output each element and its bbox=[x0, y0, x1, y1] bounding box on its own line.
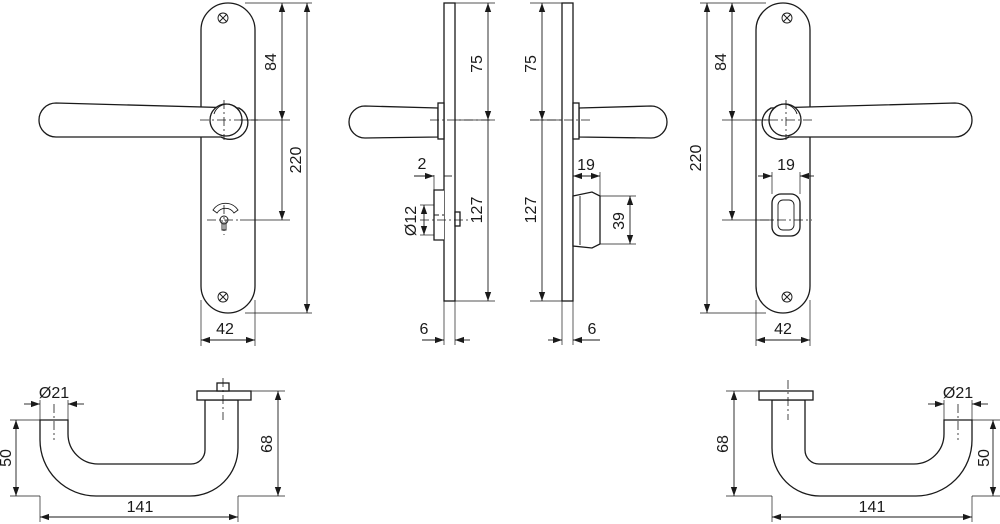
dim-220: 220 bbox=[288, 147, 305, 174]
screw-bottom bbox=[217, 291, 229, 303]
lever-u-shape bbox=[771, 399, 973, 497]
thumbturn-side bbox=[572, 191, 601, 249]
screw-top bbox=[781, 12, 793, 24]
screw-bottom bbox=[781, 291, 793, 303]
dim-68: 68 bbox=[715, 435, 732, 453]
rose-top bbox=[758, 390, 814, 401]
dim-84: 84 bbox=[263, 53, 280, 71]
front-view-right: 84 220 19 42 bbox=[688, 2, 973, 346]
lever-top-view-left: Ø21 50 68 141 bbox=[0, 378, 285, 522]
dim-6: 6 bbox=[588, 321, 597, 338]
lever-handle bbox=[38, 102, 249, 140]
side-view-left: 75 127 2 Ø12 6 bbox=[348, 2, 495, 345]
dim-127: 127 bbox=[469, 197, 486, 224]
rose-inner bbox=[213, 103, 241, 115]
dim-50: 50 bbox=[976, 449, 993, 467]
side-view-right: 75 127 19 39 6 bbox=[523, 2, 668, 345]
dim-42: 42 bbox=[774, 321, 792, 338]
dim-75: 75 bbox=[469, 55, 486, 73]
lever-side bbox=[578, 105, 668, 139]
rose-side bbox=[437, 102, 445, 140]
dim-75: 75 bbox=[523, 55, 540, 73]
dim-84: 84 bbox=[713, 53, 730, 71]
dim-6: 6 bbox=[420, 321, 429, 338]
backplate bbox=[200, 2, 256, 314]
dim-220: 220 bbox=[688, 145, 705, 172]
lever-top-view-right: 68 Ø21 50 141 bbox=[715, 380, 1000, 522]
front-view-left: 84 220 42 bbox=[38, 2, 312, 346]
backplate-side bbox=[443, 2, 456, 302]
dim-diameter-21: Ø21 bbox=[39, 385, 69, 402]
dim-diameter-21: Ø21 bbox=[943, 385, 973, 402]
dim-50: 50 bbox=[0, 449, 15, 467]
dim-diameter-12: Ø12 bbox=[403, 206, 420, 236]
dim-141: 141 bbox=[127, 499, 154, 516]
lever-handle bbox=[761, 102, 973, 140]
dim-2: 2 bbox=[418, 156, 427, 173]
dim-19: 19 bbox=[577, 157, 595, 174]
rose-side bbox=[572, 102, 580, 140]
lever-u-shape bbox=[39, 399, 239, 497]
dim-68: 68 bbox=[259, 435, 276, 453]
dim-42: 42 bbox=[216, 321, 234, 338]
screw-top bbox=[217, 12, 229, 24]
thumbturn-icon bbox=[771, 193, 801, 237]
rose-inner bbox=[770, 103, 798, 115]
rose-top bbox=[196, 390, 252, 401]
dim-141: 141 bbox=[859, 499, 886, 516]
key-stub bbox=[454, 211, 461, 227]
backplate bbox=[755, 2, 811, 314]
dim-127: 127 bbox=[523, 197, 540, 224]
lever-side bbox=[348, 105, 439, 139]
backplate-side bbox=[561, 2, 574, 302]
dim-39: 39 bbox=[611, 212, 628, 230]
dim-19: 19 bbox=[777, 157, 795, 174]
